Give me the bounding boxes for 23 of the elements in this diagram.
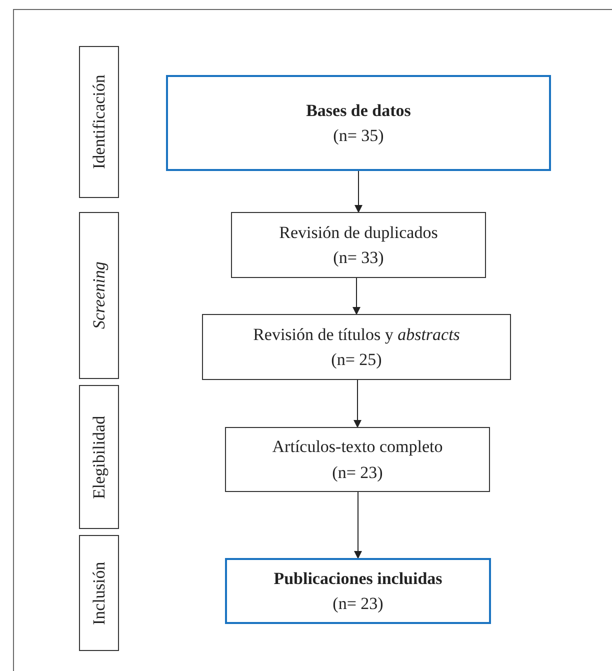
arrow: [354, 492, 362, 559]
box-heading: Bases de datos: [306, 100, 411, 122]
arrow: [352, 278, 360, 315]
process-box: [225, 558, 491, 624]
arrow: [354, 380, 362, 428]
box-heading: Revisión de títulos y abstracts: [253, 324, 460, 346]
box-heading: Artículos-texto completo: [272, 436, 443, 458]
process-box: [166, 75, 551, 171]
arrow: [354, 170, 362, 213]
count-text: (n= 25): [331, 349, 382, 371]
stage-label: Identificación: [79, 46, 119, 198]
process-box: [231, 212, 486, 278]
count-text: (n= 23): [332, 593, 384, 615]
count-text: (n= 33): [333, 247, 384, 269]
stage-label: Screening: [79, 212, 119, 379]
count-text: (n= 23): [332, 462, 383, 484]
stage-label: Inclusión: [79, 535, 119, 651]
process-box: [225, 427, 490, 492]
count-text: (n= 35): [333, 125, 384, 147]
box-heading: Publicaciones incluidas: [274, 568, 442, 590]
process-box: [202, 314, 511, 380]
box-heading: Revisión de duplicados: [279, 222, 438, 244]
stage-label: Elegibilidad: [79, 385, 119, 529]
